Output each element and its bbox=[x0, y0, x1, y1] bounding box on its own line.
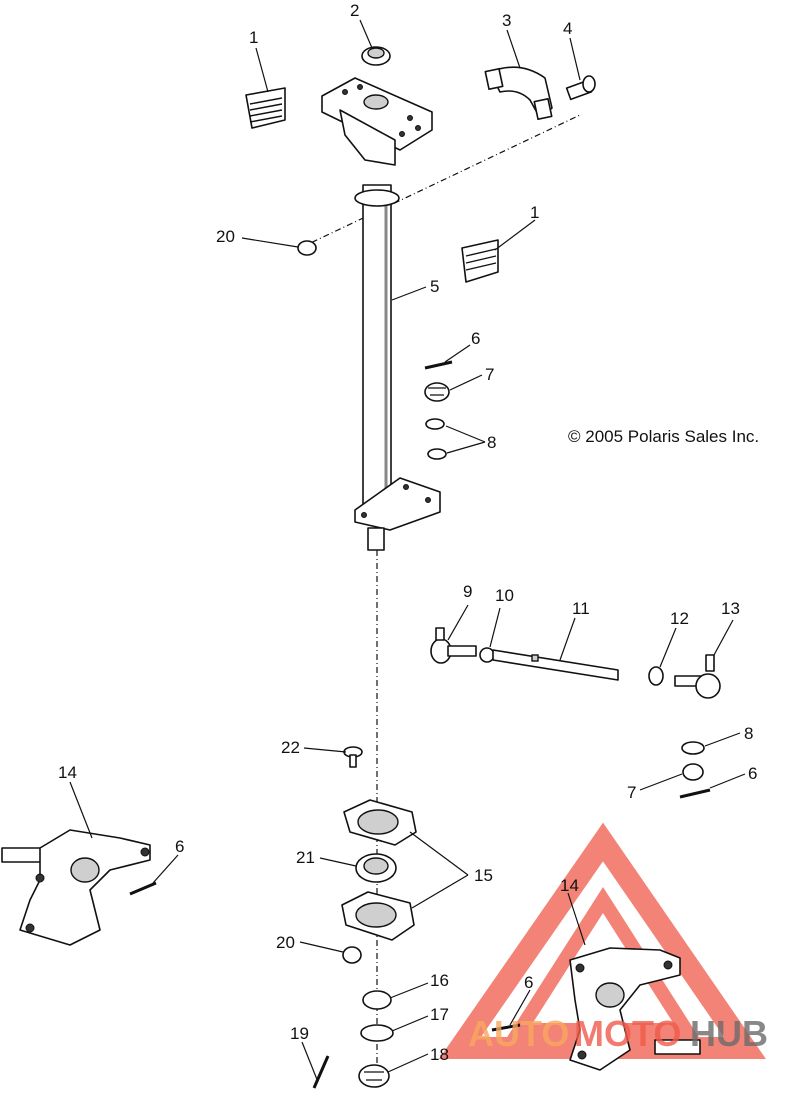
jam-nut-left bbox=[479, 647, 495, 663]
callout-7-right: 7 bbox=[627, 783, 636, 802]
watermark-word-moto: MOTO bbox=[574, 1013, 681, 1054]
leader-lines bbox=[69, 19, 746, 1083]
callout-4: 4 bbox=[563, 19, 572, 38]
callout-1-lower: 1 bbox=[530, 203, 539, 222]
steering-post-collar bbox=[354, 189, 400, 207]
steering-top-bracket bbox=[339, 109, 396, 166]
cotter-pin-bottom bbox=[312, 1055, 330, 1089]
washer-upper-a bbox=[425, 418, 445, 430]
top-nut bbox=[361, 46, 391, 66]
tie-rod-end-right bbox=[674, 654, 721, 699]
callout-6-right: 6 bbox=[748, 764, 757, 783]
steering-spindle-right bbox=[569, 947, 701, 1071]
callout-13: 13 bbox=[721, 599, 740, 618]
callout-18: 18 bbox=[430, 1045, 449, 1064]
bearing bbox=[355, 853, 397, 883]
seal bbox=[362, 990, 392, 1010]
steering-post bbox=[321, 77, 441, 551]
castle-nut-right bbox=[682, 763, 704, 781]
callout-21: 21 bbox=[296, 848, 315, 867]
bolt bbox=[565, 75, 596, 101]
washer-bottom bbox=[360, 1024, 394, 1042]
lock-nut-upper bbox=[297, 240, 317, 256]
castle-nut-bottom bbox=[358, 1064, 390, 1088]
callout-20-lower: 20 bbox=[276, 933, 295, 952]
callout-9: 9 bbox=[463, 582, 472, 601]
callout-8-upper: 8 bbox=[487, 433, 496, 452]
callout-19: 19 bbox=[290, 1024, 309, 1043]
cotter-pin-left bbox=[129, 881, 157, 896]
clamp-bracket bbox=[484, 66, 553, 121]
pin-bolt bbox=[343, 746, 363, 768]
steering-post-spindle bbox=[367, 527, 385, 551]
bushing-upper bbox=[245, 87, 286, 129]
callout-14-left: 14 bbox=[58, 763, 77, 782]
watermark-text: AUTO MOTO HUB bbox=[468, 1013, 768, 1054]
washer-right bbox=[681, 741, 705, 755]
callout-6-left: 6 bbox=[175, 837, 184, 856]
callout-2: 2 bbox=[350, 1, 359, 20]
callout-15: 15 bbox=[474, 866, 493, 885]
callout-14-right: 14 bbox=[560, 876, 579, 895]
bushing-lower bbox=[461, 239, 499, 283]
callout-3: 3 bbox=[502, 11, 511, 30]
steering-pitman-arm bbox=[354, 477, 441, 531]
cotter-pin-right-spindle bbox=[491, 1023, 521, 1032]
callout-8-right: 8 bbox=[744, 724, 753, 743]
watermark-word-auto: AUTO bbox=[468, 1013, 569, 1054]
cotter-pin-upper bbox=[424, 360, 453, 370]
callout-6-upper: 6 bbox=[471, 329, 480, 348]
callout-1-upper: 1 bbox=[249, 28, 258, 47]
tie-rod-end-left bbox=[430, 627, 477, 664]
bearing-flange-lower bbox=[341, 891, 415, 941]
callout-22: 22 bbox=[281, 738, 300, 757]
callout-17: 17 bbox=[430, 1005, 449, 1024]
callout-16: 16 bbox=[430, 971, 449, 990]
watermark-word-hub: HUB bbox=[690, 1013, 768, 1054]
lock-nut-lower bbox=[342, 946, 362, 964]
jam-nut-right bbox=[648, 666, 664, 686]
callout-6-spindle: 6 bbox=[524, 973, 533, 992]
callout-20-upper: 20 bbox=[216, 227, 235, 246]
callout-11: 11 bbox=[572, 599, 590, 618]
centerline-bolt-4 bbox=[299, 114, 581, 249]
washer-upper-b bbox=[427, 448, 447, 460]
steering-spindle-left bbox=[1, 829, 151, 946]
callout-12: 12 bbox=[670, 609, 689, 628]
steering-top-plate bbox=[321, 77, 433, 151]
cotter-pin-right bbox=[679, 788, 711, 799]
tie-rod bbox=[492, 649, 619, 681]
callout-5: 5 bbox=[430, 277, 439, 296]
callout-7-upper: 7 bbox=[485, 365, 494, 384]
bearing-flange-upper bbox=[343, 799, 417, 846]
castle-nut-upper bbox=[424, 382, 450, 402]
copyright-notice: © 2005 Polaris Sales Inc. bbox=[568, 427, 759, 446]
callout-10: 10 bbox=[495, 586, 514, 605]
